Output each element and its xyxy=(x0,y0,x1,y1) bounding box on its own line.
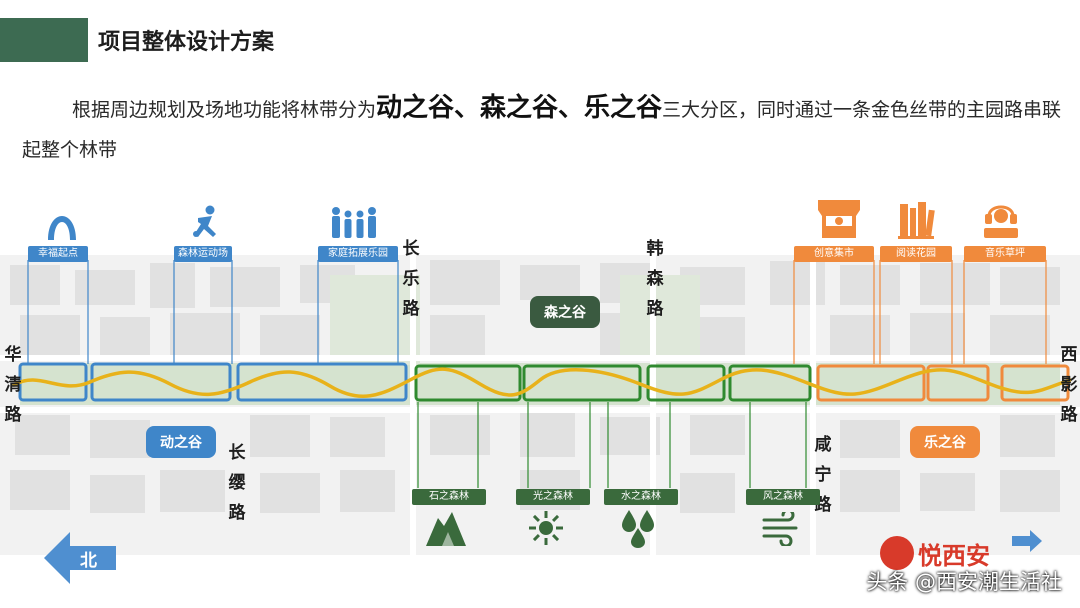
intro-highlight: 动之谷、森之谷、乐之谷 xyxy=(376,93,663,123)
zone-label-dong: 动之谷 xyxy=(146,426,216,458)
road-xianning: 咸宁路 xyxy=(814,435,832,515)
family-icon xyxy=(332,207,376,238)
page-title: 项目整体设计方案 xyxy=(98,30,275,55)
footer-watermark: 头条 @西安潮生活社 xyxy=(866,570,1062,594)
sen-box-3 xyxy=(646,364,726,402)
zones-overlay xyxy=(12,260,1072,488)
tag-xingfu: 幸福起点 xyxy=(28,246,88,262)
arch-icon xyxy=(48,216,76,240)
sen-box-1 xyxy=(414,364,522,402)
road-xiying: 西影路 xyxy=(1060,345,1078,425)
tag-yinyue: 音乐草坪 xyxy=(964,246,1046,262)
golden-ribbon-path xyxy=(12,367,1072,399)
le-box-1 xyxy=(816,364,926,402)
tag-chuangyi: 创意集市 xyxy=(794,246,874,262)
road-hansen: 韩森路 xyxy=(646,239,664,319)
tag-guang: 光之森林 xyxy=(516,489,590,505)
tag-feng: 风之森林 xyxy=(746,489,820,505)
tag-jiating: 家庭拓展乐园 xyxy=(318,246,398,262)
road-changle: 长乐路 xyxy=(402,239,420,319)
zone-label-sen: 森之谷 xyxy=(530,296,600,328)
intro-text-before: 根据周边规划及场地功能将林带分为 xyxy=(72,99,377,121)
water-drops-icon xyxy=(622,510,654,548)
tag-yuedu: 阅读花园 xyxy=(880,246,952,262)
sun-icon xyxy=(529,511,563,545)
compass-label: 北 xyxy=(80,551,97,571)
right-arrow-icon xyxy=(1012,530,1042,552)
tag-shui: 水之森林 xyxy=(604,489,678,505)
north-arrow-icon xyxy=(44,532,116,584)
wind-icon xyxy=(762,512,798,546)
road-changying: 长缨路 xyxy=(228,443,246,523)
running-player-icon xyxy=(193,205,216,237)
rock-mountain-icon xyxy=(426,512,466,546)
market-stall-icon xyxy=(818,200,860,238)
title-accent-bar xyxy=(0,18,88,62)
tag-shi: 石之森林 xyxy=(412,489,486,505)
dj-headphones-icon xyxy=(984,205,1018,238)
tag-senlin-yundong: 森林运动场 xyxy=(174,246,232,262)
logo-mark xyxy=(880,536,914,570)
zone-label-le: 乐之谷 xyxy=(910,426,980,458)
logo-text: 悦西安 xyxy=(918,542,990,570)
intro-paragraph: 根据周边规划及场地功能将林带分为动之谷、森之谷、乐之谷三大分区，同时通过一条金色… xyxy=(22,88,1062,170)
intro-text-after: 三大分区，同时通过一条金色丝带的主园路串联起整个林带 xyxy=(22,99,1062,161)
bookshelf-icon xyxy=(898,202,935,239)
road-huaqing: 华清路 xyxy=(4,345,22,425)
le-box-3 xyxy=(1000,364,1070,402)
